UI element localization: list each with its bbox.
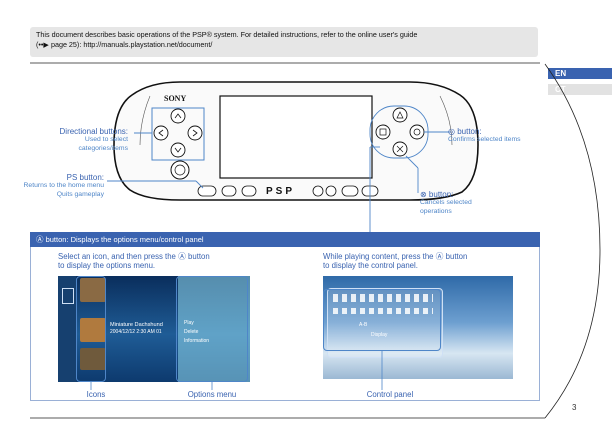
directional-title: Directional buttons: xyxy=(59,127,128,136)
callout-directional: Directional buttons: Used to select cate… xyxy=(20,127,128,153)
page-number: 3 xyxy=(572,403,577,412)
options-menu-overlay xyxy=(178,276,250,382)
right-instruction-1: While playing content, press the Ⓐ butto… xyxy=(323,252,468,261)
option-information[interactable]: Information xyxy=(184,338,210,344)
label-icons: Icons xyxy=(86,390,106,399)
callout-cross-button: ⊗ button: Cancels selected operations xyxy=(420,190,472,216)
circle-button-title: ◎ button: xyxy=(448,127,482,136)
cross-button-title: ⊗ button: xyxy=(420,190,454,199)
directional-desc-2: categories/items xyxy=(78,144,129,152)
cross-button-desc-2: operations xyxy=(420,207,452,215)
control-icons-row-1 xyxy=(333,294,433,302)
film-icon xyxy=(62,288,74,304)
option-delete[interactable]: Delete xyxy=(184,329,199,335)
left-instruction-2: to display the options menu. xyxy=(58,261,156,270)
callout-leader-lines xyxy=(107,131,450,232)
circle-button-desc: Confirms selected items xyxy=(448,136,521,143)
options-menu-highlight xyxy=(176,276,248,382)
page-edge-curve xyxy=(544,63,601,419)
callout-ps-button: PS button: Returns to the home menu Quit… xyxy=(0,173,104,199)
options-menu-screenshot: Miniature Dachshund 2004/12/12 2:30 AM 0… xyxy=(58,276,250,382)
intro-line-2: (••▶ page 25): http://manuals.playstatio… xyxy=(36,40,213,49)
ps-button-desc-2: Quits gameplay xyxy=(56,190,104,198)
psp-screen xyxy=(219,95,373,179)
thumbnail-top xyxy=(80,278,106,302)
ps-button-desc-1: Returns to the home menu xyxy=(23,182,104,189)
item-date: 2004/12/12 2:30 AM 01 xyxy=(110,329,162,335)
ab-label: A-B xyxy=(359,322,368,328)
option-play[interactable]: Play xyxy=(184,320,194,326)
control-icons-row-2 xyxy=(333,308,433,314)
face-buttons[interactable] xyxy=(375,107,425,157)
thumbnail-bottom xyxy=(80,348,106,370)
control-panel-highlight xyxy=(323,289,441,351)
options-panel-header: Ⓐ button: Displays the options menu/cont… xyxy=(30,232,540,247)
cross-button-desc-1: Cancels selected xyxy=(420,199,472,206)
display-label: Display xyxy=(371,332,388,338)
left-instructions: Select an icon, and then press the Ⓐ but… xyxy=(58,252,210,270)
bottom-button-row: PSP xyxy=(197,185,379,197)
label-options-menu: Options menu xyxy=(187,390,237,399)
left-instruction-1: Select an icon, and then press the Ⓐ but… xyxy=(58,252,210,261)
language-tab-en[interactable]: EN xyxy=(548,68,612,79)
analog-stick xyxy=(170,160,190,180)
sony-brand-text: SONY xyxy=(164,94,186,103)
ps-button-shape xyxy=(197,185,217,197)
ps-button-title: PS button: xyxy=(66,173,104,182)
item-name: Miniature Dachshund xyxy=(110,322,163,328)
directional-desc-1: Used to select xyxy=(84,136,128,143)
thumbnail-selected xyxy=(80,318,106,342)
intro-note: This document describes basic operations… xyxy=(30,27,538,57)
right-instruction-2: to display the control panel. xyxy=(323,261,418,270)
directional-pad[interactable] xyxy=(151,107,205,161)
language-tab-ct[interactable]: CT xyxy=(548,84,612,95)
callout-circle-button: ◎ button: Confirms selected items xyxy=(448,127,521,145)
psp-logo-text: PSP xyxy=(266,186,295,197)
icons-highlight xyxy=(76,276,106,382)
intro-line-1: This document describes basic operations… xyxy=(36,30,418,39)
right-instructions: While playing content, press the Ⓐ butto… xyxy=(323,252,467,270)
label-control-panel: Control panel xyxy=(366,390,414,399)
control-panel-screenshot: A-B Display xyxy=(323,276,513,379)
face-buttons-highlight xyxy=(369,105,429,159)
